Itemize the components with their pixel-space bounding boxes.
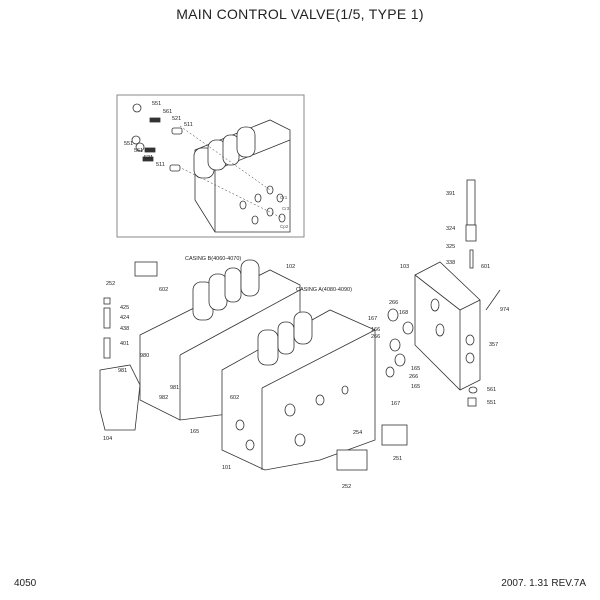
casing-a-label: CASING A(4080-4090)	[296, 287, 352, 293]
part-label: 424	[120, 315, 130, 321]
part-label: 438	[120, 326, 130, 332]
part-label: 401	[120, 341, 130, 347]
page-title: MAIN CONTROL VALVE(1/5, TYPE 1)	[176, 6, 424, 22]
solenoid-252	[134, 261, 368, 471]
casing-a	[221, 309, 376, 471]
casing-b-label: CASING B(4060-4070)	[185, 256, 242, 262]
part-label: 521	[144, 155, 154, 161]
valve-401	[103, 297, 111, 359]
port-label: Cr1	[280, 195, 288, 200]
part-label: 165	[411, 384, 421, 390]
part-label: 165	[190, 429, 200, 435]
part-label: 101	[222, 465, 232, 471]
part-label: 251	[393, 456, 403, 462]
part-label: 601	[481, 264, 491, 270]
part-label: 974	[500, 307, 510, 313]
part-label: 357	[489, 342, 499, 348]
part-label: 167	[391, 401, 401, 407]
part-label: 167	[368, 316, 378, 322]
part-label: 980	[140, 353, 150, 359]
part-label: 338	[446, 260, 456, 266]
part-label: 266	[409, 374, 419, 380]
part-label: 252	[106, 281, 116, 287]
part-label: 391	[446, 191, 456, 197]
part-label: 425	[120, 305, 130, 311]
part-label: 254	[353, 430, 363, 436]
part-label: 561	[163, 109, 173, 115]
part-label: 602	[230, 395, 240, 401]
part-label: 982	[159, 395, 169, 401]
part-label: 252	[342, 484, 352, 490]
inset-casing	[131, 103, 291, 233]
part-label: 551	[152, 101, 162, 107]
end-casing	[414, 261, 481, 391]
part-label: 511	[156, 162, 165, 168]
part-label: 551	[487, 400, 497, 406]
spool	[465, 179, 477, 269]
part-251	[381, 424, 408, 446]
part-label: 166	[371, 327, 381, 333]
revision-label: 2007. 1.31 REV.7A	[501, 578, 586, 589]
part-label: 981	[118, 368, 128, 374]
bolt-974	[485, 289, 501, 311]
part-label: 325	[446, 244, 456, 250]
part-label: 561	[134, 148, 144, 154]
part-label: 521	[172, 116, 182, 122]
part-label: 102	[286, 264, 296, 270]
side-cover-104	[99, 364, 141, 431]
part-label: 602	[159, 287, 169, 293]
part-label: 266	[389, 300, 399, 306]
part-label: 981	[170, 385, 180, 391]
part-label: 104	[103, 436, 113, 442]
part-label: 511	[184, 122, 193, 128]
part-label: 168	[399, 310, 409, 316]
port-label: Cp2	[280, 224, 289, 229]
part-label: 561	[487, 387, 497, 393]
part-label: 103	[400, 264, 410, 270]
oring-set	[385, 308, 478, 407]
part-label: 551	[124, 141, 134, 147]
page-number: 4050	[14, 578, 37, 589]
part-label: 165	[411, 366, 421, 372]
part-label: 266	[371, 334, 381, 340]
part-label: 324	[446, 226, 456, 232]
port-label: Cr3	[282, 206, 290, 211]
